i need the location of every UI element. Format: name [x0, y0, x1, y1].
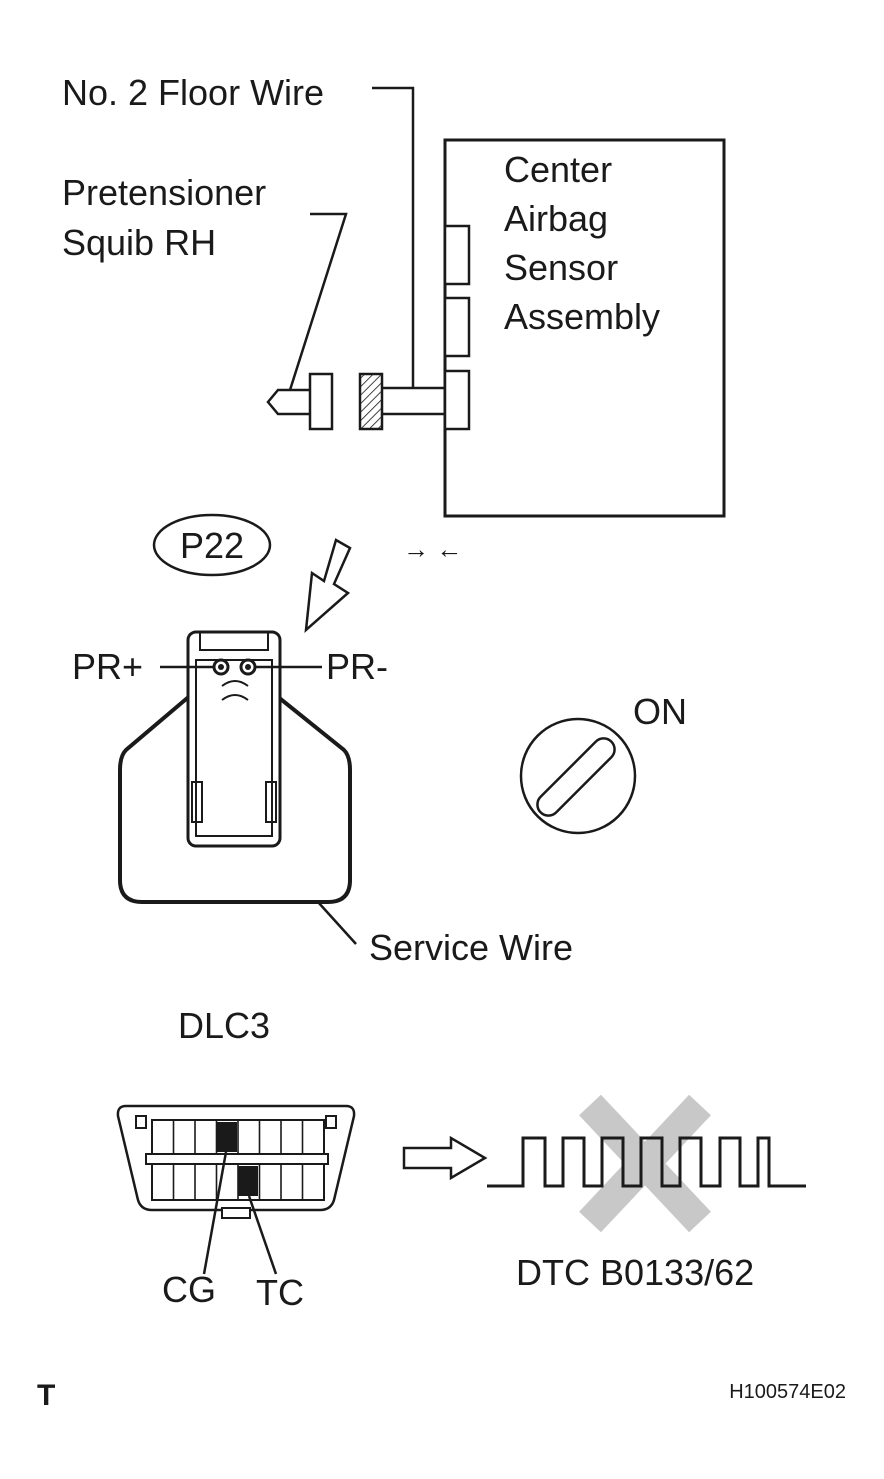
- service-wire-loop: [118, 670, 352, 904]
- no2-floor-wire-label: No. 2 Floor Wire: [62, 72, 324, 113]
- dlc3-key-notch: [221, 1207, 251, 1219]
- service-wire-label: Service Wire: [369, 927, 573, 968]
- floor-wire-connector: [358, 372, 384, 431]
- pr-plus-terminal-dot: [218, 664, 224, 670]
- tc-label: TC: [256, 1272, 304, 1313]
- sensor-connector-middle: [443, 296, 471, 358]
- disconnect-arrows: → ←: [403, 534, 462, 564]
- connector-lock-tab: [199, 632, 269, 651]
- service-wire-leader: [317, 901, 357, 945]
- cross-mark-icon: [579, 1094, 711, 1233]
- dlc3-label: DLC3: [178, 1005, 270, 1046]
- ignition-state-label: ON: [633, 691, 687, 732]
- corner-mark: T: [37, 1379, 55, 1412]
- p22-connector-body: [186, 630, 282, 848]
- sensor-connector-bottom: [443, 369, 471, 431]
- dlc3-section: DLC3 CG TC: [116, 1005, 806, 1313]
- dlc3-center-rib: [145, 1153, 329, 1165]
- sensor-connector-top: [443, 224, 471, 286]
- pr-plus-label: PR+: [72, 646, 143, 687]
- tc-pin: [238, 1166, 258, 1196]
- pretensioner-label-line2: Squib RH: [62, 222, 216, 263]
- pretensioner-wire-stub: [266, 388, 310, 416]
- insert-direction-arrow-icon: [304, 538, 352, 634]
- connector-code-label: P22: [180, 525, 244, 566]
- hollow-arrow-icon: [402, 1135, 488, 1181]
- connector-terminal-arc: [221, 680, 249, 687]
- cg-pin: [217, 1122, 237, 1152]
- connector-side-slot-right: [265, 781, 277, 823]
- pr-minus-terminal-dot: [245, 664, 251, 670]
- center-label-line1: Center: [504, 149, 612, 190]
- figure-id: H100574E02: [729, 1381, 846, 1403]
- top-wiring-section: No. 2 Floor Wire Pretensioner Squib RH C…: [62, 72, 726, 518]
- pretensioner-label-line1: Pretensioner: [62, 172, 266, 213]
- pretensioner-leader-line: [288, 212, 348, 391]
- connector-code-oval: [152, 513, 272, 577]
- center-label-line3: Sensor: [504, 247, 618, 288]
- center-label-line4: Assembly: [504, 296, 660, 337]
- dlc3-mount-left: [135, 1115, 147, 1129]
- tc-leader: [247, 1195, 278, 1275]
- dtc-label: DTC B0133/62: [516, 1252, 754, 1293]
- center-label-line2: Airbag: [504, 198, 608, 239]
- cg-label: CG: [162, 1269, 216, 1310]
- cg-leader: [202, 1151, 228, 1275]
- connector-terminal-arc-2: [221, 694, 249, 701]
- connector-side-slot-left: [191, 781, 203, 823]
- service-wire-section: P22 → ← PR+ PR- Service Wire: [72, 513, 687, 968]
- connector-inner-frame: [195, 659, 273, 837]
- dlc3-mount-right: [325, 1115, 337, 1129]
- floor-wire-leader-line: [372, 86, 415, 388]
- pr-minus-label: PR-: [326, 646, 388, 687]
- pretensioner-connector: [308, 372, 334, 431]
- ignition-key-icon: [519, 717, 637, 835]
- dtc-pulse-waveform: [487, 1136, 806, 1188]
